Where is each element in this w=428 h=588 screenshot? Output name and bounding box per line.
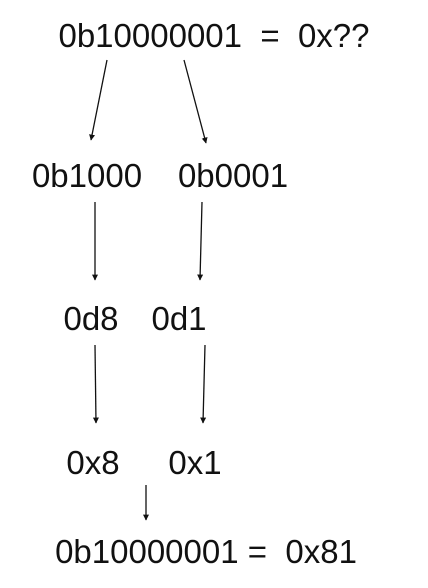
arrow-high-dec-to-hex	[92, 344, 99, 424]
question-equation: 0b10000001 = 0x??	[58, 17, 370, 54]
low-nibble-hex: 0x1	[168, 444, 222, 481]
high-nibble-binary: 0b1000	[31, 157, 143, 194]
arrow-split-low	[183, 59, 208, 144]
arrow-low-bin-to-dec	[197, 201, 204, 281]
arrow-split-high	[89, 59, 108, 141]
low-nibble-decimal: 0d1	[151, 300, 207, 337]
high-nibble-decimal: 0d8	[63, 300, 119, 337]
high-nibble-hex: 0x8	[66, 444, 120, 481]
result-equation: 0b10000001 = 0x81	[55, 533, 357, 570]
arrow-low-dec-to-hex	[200, 344, 207, 424]
low-nibble-binary: 0b0001	[177, 157, 289, 194]
